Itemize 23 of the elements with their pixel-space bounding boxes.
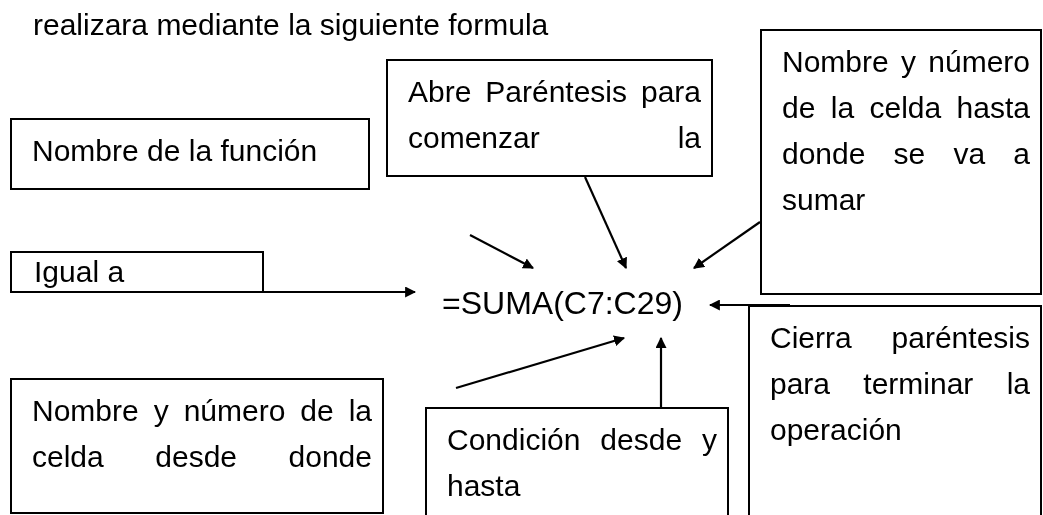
callout-text: Nombre y número de la celda hasta donde se va a sumar <box>782 44 1030 218</box>
callout-box <box>760 29 1042 295</box>
callout-text: Cierra paréntesis para terminar la operación <box>770 320 1030 448</box>
callout-box <box>748 305 1042 515</box>
intro-text: realizara mediante la siguiente formula <box>33 8 549 42</box>
arrow <box>264 286 417 298</box>
callout-box <box>10 251 264 293</box>
callout-box <box>10 378 384 514</box>
arrow <box>693 221 761 269</box>
arrow <box>455 335 626 390</box>
formula-text: =SUMA(C7:C29) <box>415 268 710 338</box>
callout-text: Abre Paréntesis para comenzar la <box>408 74 701 156</box>
callout-box <box>10 118 370 190</box>
callout-box <box>386 59 713 177</box>
arrow <box>584 176 627 269</box>
callout-box <box>425 407 729 515</box>
arrow <box>469 234 534 269</box>
callout-text: Nombre de la función <box>32 133 319 169</box>
callout-text: Nombre y número de la celda desde donde <box>32 393 372 475</box>
callout-text: Condición desde y hasta <box>447 422 717 504</box>
arrow <box>708 299 790 311</box>
arrow <box>655 336 667 407</box>
callout-text: Igual a <box>34 254 126 290</box>
